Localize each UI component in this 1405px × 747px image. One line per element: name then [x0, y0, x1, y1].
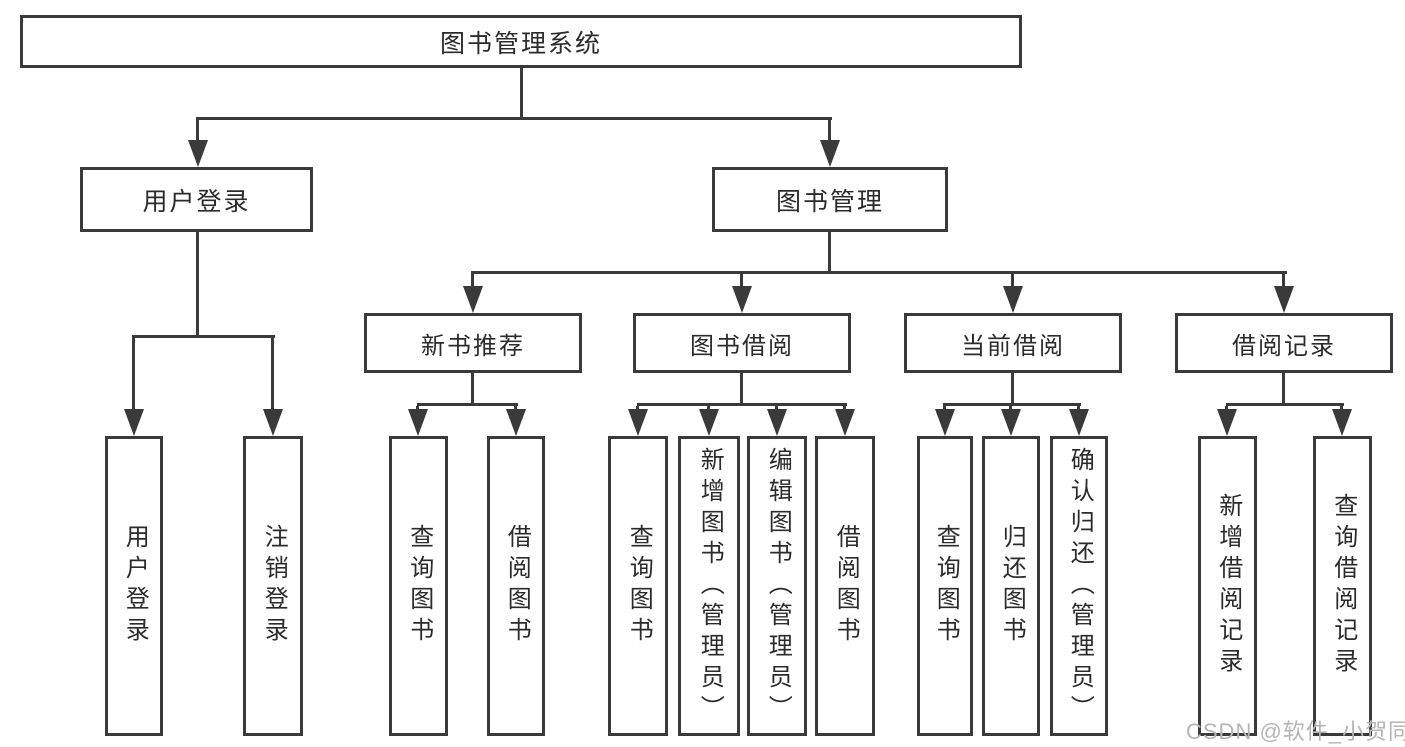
- connector-drop-user-login: [196, 120, 199, 142]
- leaf-query-borrow-record: 查询借阅记录: [1313, 436, 1372, 736]
- arrow-down-icon: [767, 409, 787, 436]
- leaf-query-books: 查询图书: [608, 436, 668, 736]
- leaf-return-books: 归还图书: [982, 436, 1040, 736]
- leaf-borrow-books-recommend-label: 借阅图书: [503, 524, 531, 648]
- arrow-down-icon: [935, 409, 955, 436]
- leaf-logout: 注销登录: [243, 436, 303, 736]
- leaf-query-books-label: 查询图书: [625, 524, 653, 648]
- arrow-down-icon: [124, 409, 144, 436]
- leaf-borrow-books-label: 借阅图书: [832, 524, 860, 648]
- arrow-down-icon: [263, 409, 283, 436]
- arrow-down-icon: [506, 409, 526, 436]
- connector-drop-current-borrow: [1011, 274, 1014, 286]
- arrow-down-icon: [408, 409, 428, 436]
- node-current-borrowing: 当前借阅: [904, 313, 1122, 373]
- connector-drop-login-leaf: [132, 338, 135, 411]
- connector-drop-book-borrow: [740, 274, 743, 286]
- connector-drop-borrow-records: [1282, 274, 1285, 286]
- node-new-book-recommend-label: 新书推荐: [421, 332, 525, 360]
- node-borrow-records: 借阅记录: [1175, 313, 1393, 373]
- connector-new-books-stem: [471, 373, 474, 403]
- leaf-edit-books-admin-label: 编辑图书（管理员）: [764, 446, 792, 726]
- arrow-down-icon: [1069, 409, 1089, 436]
- arrow-down-icon: [1217, 409, 1237, 436]
- leaf-logout-label: 注销登录: [260, 524, 288, 648]
- leaf-return-books-label: 归还图书: [998, 524, 1026, 648]
- node-new-book-recommend: 新书推荐: [364, 313, 582, 373]
- arrow-down-icon: [835, 409, 855, 436]
- leaf-user-login-label: 用户登录: [121, 524, 149, 648]
- node-user-login: 用户登录: [80, 167, 313, 232]
- node-borrow-records-label: 借阅记录: [1232, 332, 1336, 360]
- arrow-down-icon: [188, 140, 208, 167]
- leaf-query-borrow-record-label: 查询借阅记录: [1329, 493, 1357, 679]
- arrow-down-icon: [1332, 409, 1352, 436]
- connector-book-borrow-horizontal: [637, 403, 847, 406]
- connector-book-mgmt-stem: [828, 232, 831, 271]
- connector-user-login-stem: [196, 232, 199, 335]
- arrow-down-icon: [628, 409, 648, 436]
- node-root-label: 图书管理系统: [439, 29, 602, 58]
- leaf-confirm-return-admin: 确认归还（管理员）: [1050, 436, 1108, 736]
- leaf-borrow-books-recommend: 借阅图书: [487, 436, 545, 736]
- leaf-query-books-recommend-label: 查询图书: [405, 524, 433, 648]
- connector-drop-new-books: [471, 274, 474, 286]
- arrow-down-icon: [1274, 286, 1294, 313]
- leaf-query-books-current-label: 查询图书: [932, 524, 960, 648]
- arrow-down-icon: [820, 140, 840, 167]
- leaf-add-books-admin: 新增图书（管理员）: [678, 436, 740, 736]
- node-book-management: 图书管理: [712, 167, 948, 232]
- arrow-down-icon: [699, 409, 719, 436]
- connector-borrow-records-stem: [1282, 373, 1285, 403]
- leaf-query-books-current: 查询图书: [917, 436, 973, 736]
- leaf-edit-books-admin: 编辑图书（管理员）: [747, 436, 807, 736]
- connector-user-login-horizontal: [132, 335, 275, 338]
- connector-drop-logout-leaf: [271, 338, 274, 411]
- connector-drop-book-mgmt: [828, 120, 831, 142]
- leaf-borrow-books: 借阅图书: [815, 436, 875, 736]
- arrow-down-icon: [463, 286, 483, 313]
- node-book-management-label: 图书管理: [775, 187, 884, 216]
- connector-book-borrow-stem: [740, 373, 743, 403]
- leaf-add-books-admin-label: 新增图书（管理员）: [696, 446, 724, 726]
- connector-current-borrow-stem: [1011, 373, 1014, 403]
- leaf-query-books-recommend: 查询图书: [389, 436, 448, 736]
- arrow-down-icon: [1003, 286, 1023, 313]
- leaf-add-borrow-record-label: 新增借阅记录: [1214, 493, 1242, 679]
- connector-book-mgmt-horizontal: [471, 271, 1287, 274]
- node-book-borrowing-label: 图书借阅: [690, 332, 794, 360]
- connector-new-books-horizontal: [417, 403, 518, 406]
- connector-borrow-records-horizontal: [1226, 403, 1344, 406]
- leaf-user-login: 用户登录: [105, 436, 163, 736]
- connector-current-borrow-horizontal: [943, 403, 1081, 406]
- arrow-down-icon: [732, 286, 752, 313]
- node-book-borrowing: 图书借阅: [633, 313, 851, 373]
- arrow-down-icon: [1001, 409, 1021, 436]
- node-current-borrowing-label: 当前借阅: [961, 332, 1065, 360]
- connector-root-horizontal: [196, 117, 832, 120]
- csdn-watermark: CSDN @软件_小贺同学: [1186, 719, 1405, 744]
- leaf-add-borrow-record: 新增借阅记录: [1198, 436, 1257, 736]
- leaf-confirm-return-admin-label: 确认归还（管理员）: [1066, 446, 1094, 726]
- node-user-login-label: 用户登录: [142, 187, 251, 216]
- connector-root-stem: [520, 68, 523, 117]
- node-root-library-system: 图书管理系统: [20, 15, 1022, 68]
